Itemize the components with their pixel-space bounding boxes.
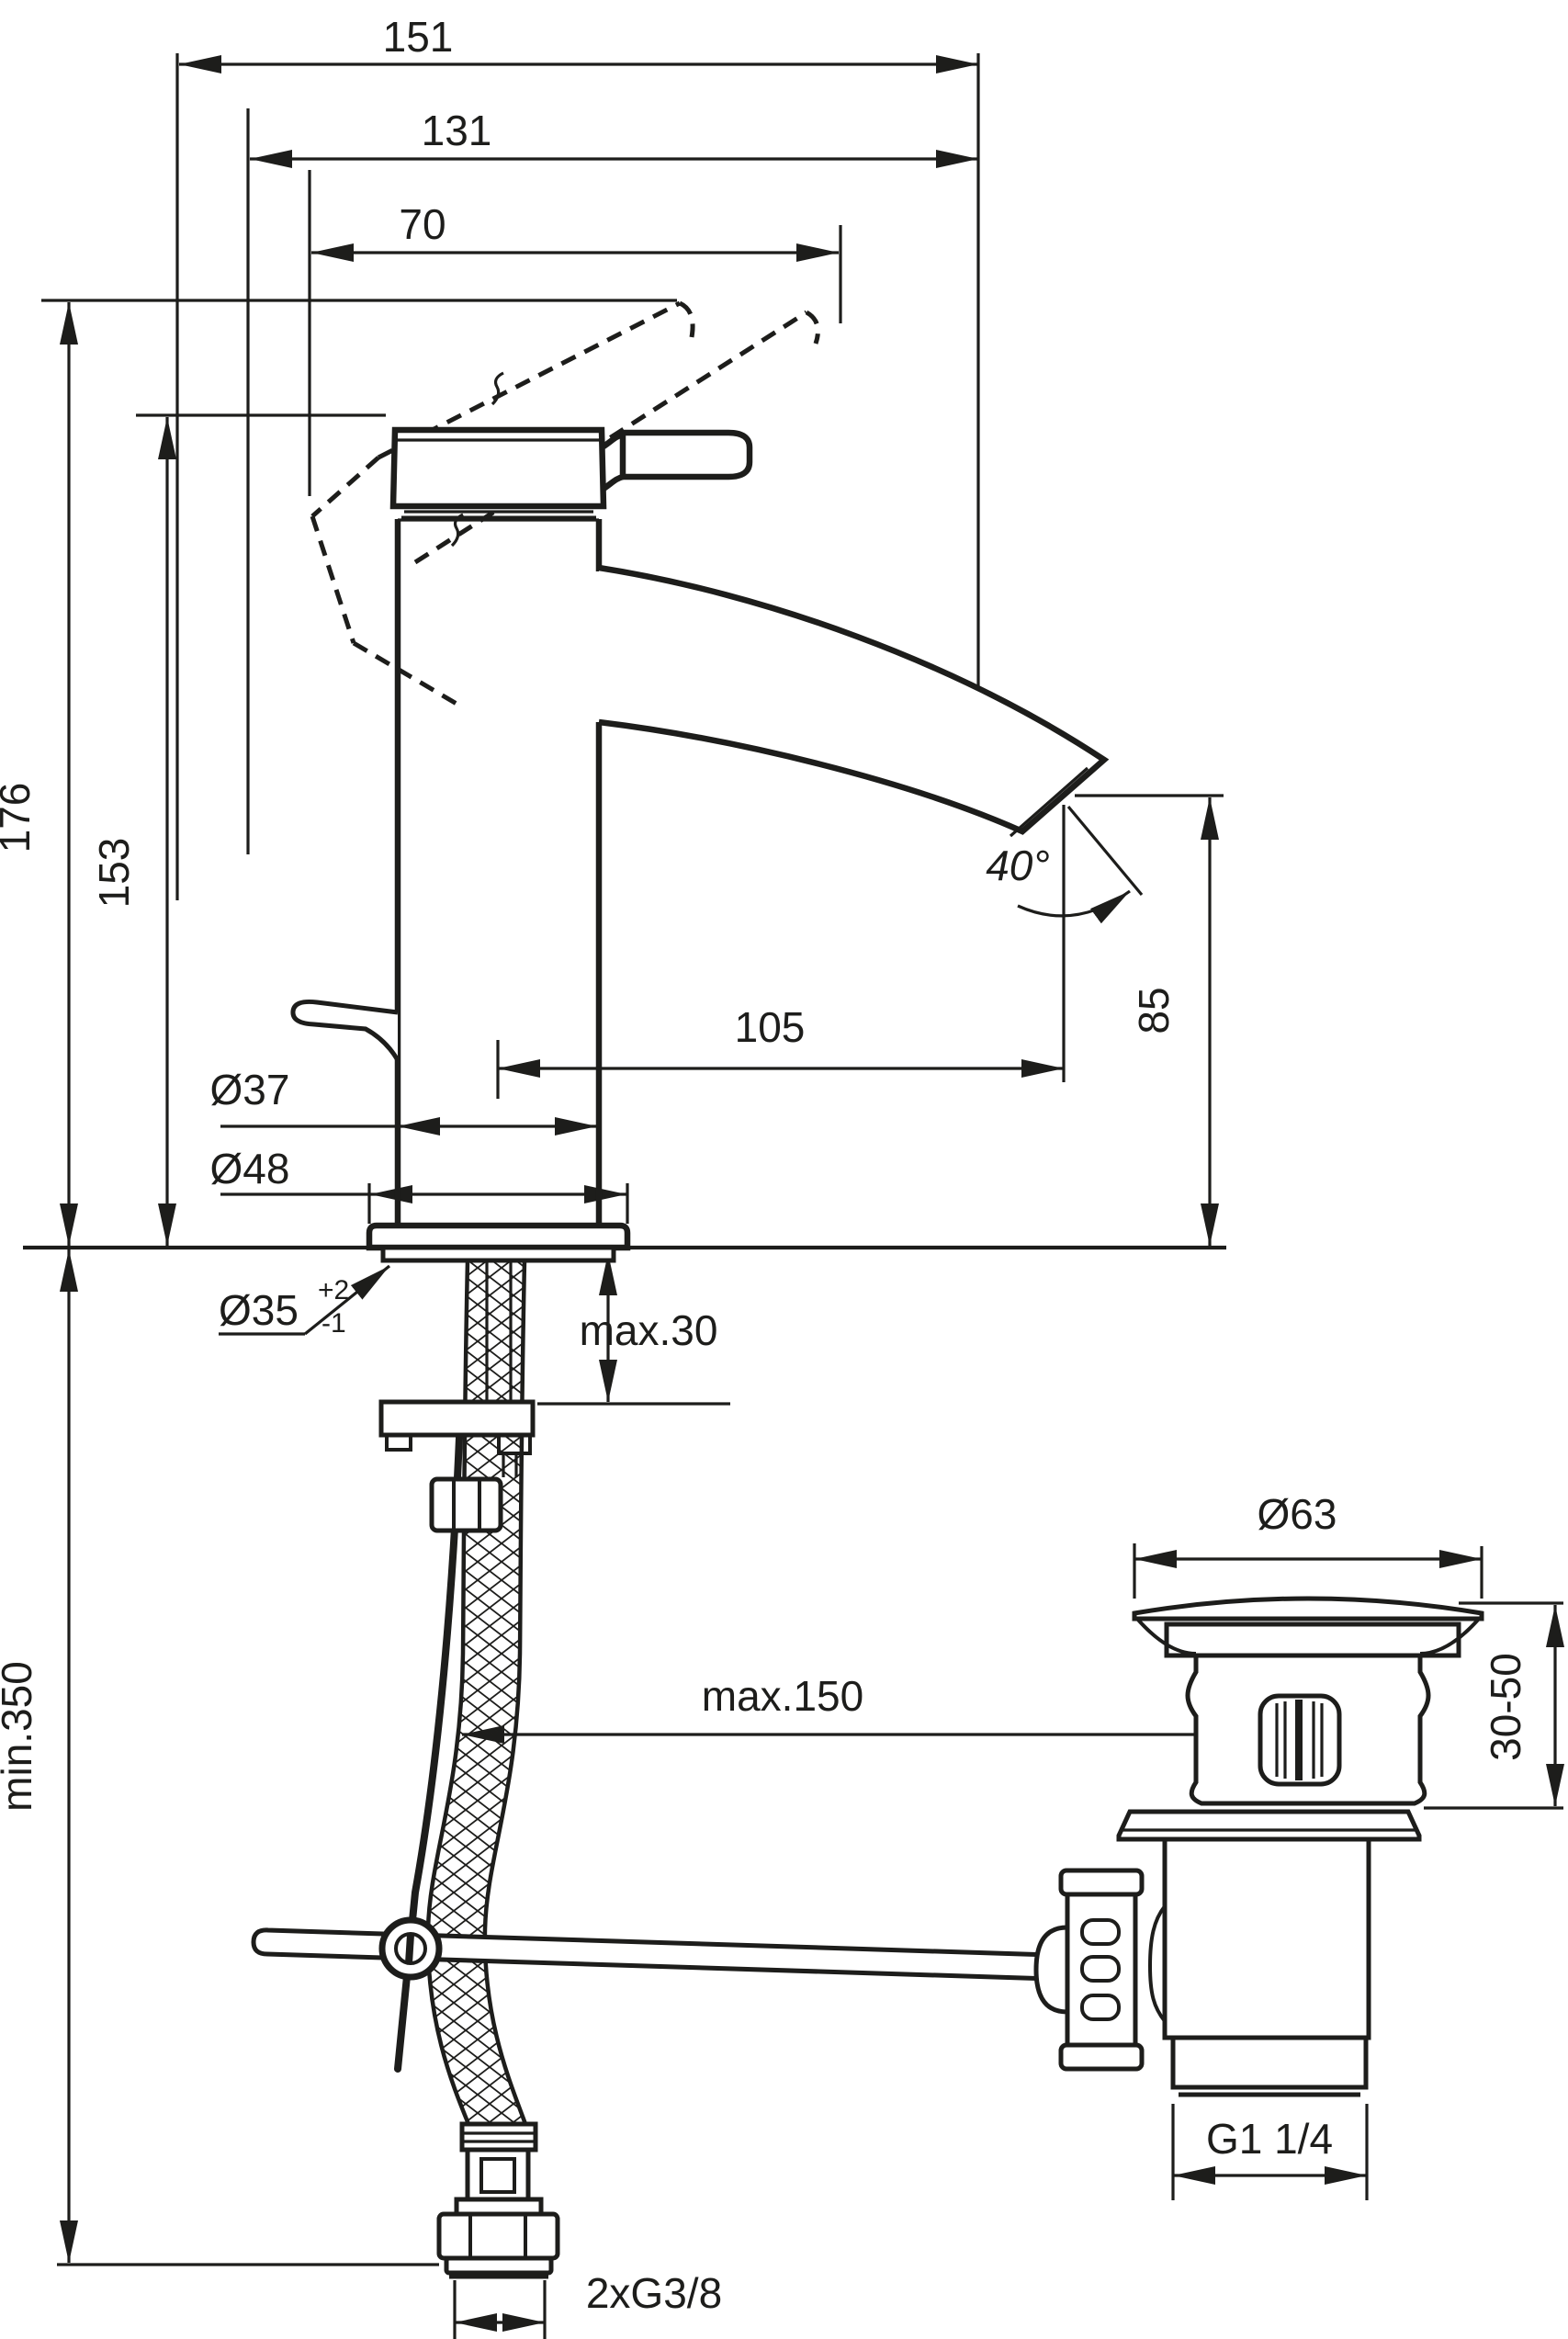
popup-pull-lever (290, 1000, 400, 1062)
aerator-line (1009, 766, 1089, 838)
rod-in-ring (405, 1934, 414, 1964)
outlet-angle-arc (1017, 889, 1131, 924)
dim-d37-label: Ø37 (210, 1066, 290, 1113)
mounting-bracket (378, 1399, 536, 1438)
waste-thread (1170, 2035, 1369, 2090)
hose-fitting (436, 2121, 560, 2279)
waste-tailpipe (1162, 1836, 1371, 2040)
cartridge-hub (389, 426, 607, 510)
dim-2xg38-label: 2xG3/8 (586, 2269, 722, 2317)
waste-assembly (1033, 1596, 1484, 2097)
dim-3050-label: 30-50 (1482, 1653, 1529, 1761)
dim-131-label: 131 (422, 107, 492, 154)
dim-105-label: 105 (735, 1003, 806, 1051)
dim-176-label: 176 (0, 783, 39, 853)
spout (598, 564, 1110, 835)
waste-lower-flange (1116, 1809, 1422, 1842)
knurled-nut (1033, 1868, 1145, 2072)
dim-70-label: 70 (399, 200, 446, 248)
dimension-labels: 151 131 70 176 153 min.350 Ø37 Ø48 Ø35 +… (0, 13, 1529, 2317)
dim-151-label: 151 (383, 13, 454, 61)
dim-max150-label: max.150 (702, 1672, 863, 1720)
g38-nut (436, 2211, 560, 2261)
dim-g114-label: G1 1/4 (1206, 2115, 1333, 2163)
popup-horizontal-rod (251, 1927, 1055, 1982)
dim-d35-tol-minus: -1 (321, 1308, 346, 1339)
dim-40deg-label: 40° (986, 842, 1050, 889)
dim-d35-label: Ø35 (219, 1286, 299, 1334)
dim-d48-label: Ø48 (210, 1145, 290, 1192)
faucet-body (290, 300, 1110, 1263)
dim-d35-tol-plus: +2 (318, 1275, 349, 1305)
dim-min350-label: min.350 (0, 1661, 40, 1812)
dim-153-label: 153 (90, 838, 138, 909)
dimension-lines (60, 55, 1564, 2332)
under-counter-assembly (251, 1258, 1055, 2279)
extension-lines (23, 53, 1563, 2339)
base-escutcheon (366, 1222, 631, 1251)
waste-upper-plate (1164, 1621, 1461, 1658)
dim-max30-label: max.30 (580, 1306, 718, 1354)
handle-solid (602, 429, 753, 492)
mounting-nut (429, 1476, 503, 1533)
waste-flange (1132, 1596, 1484, 1621)
dim-d63-label: Ø63 (1258, 1490, 1337, 1538)
break-mark (491, 371, 504, 406)
dim-85-label: 85 (1130, 987, 1178, 1034)
outlet-angle-line (1066, 805, 1144, 897)
